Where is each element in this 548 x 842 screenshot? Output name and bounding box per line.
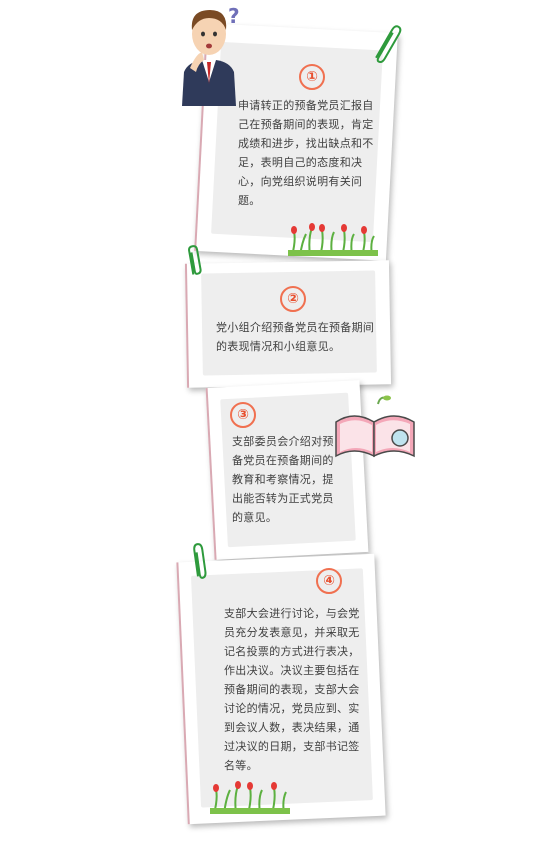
grass-flowers-icon <box>210 781 290 814</box>
step-text-4: 支部大会进行讨论，与会党员充分发表意见，并采取无记名投票的方式进行表决，作出决议… <box>224 607 360 772</box>
step-text-3: 支部委员会介绍对预备党员在预备期间的教育和考察情况，提出能否转为正式党员的意见。 <box>232 435 334 524</box>
open-book-icon <box>335 395 415 458</box>
paper-clip-icon <box>188 245 202 275</box>
step-badge-4: ④ <box>316 568 342 594</box>
step-badge-1: ① <box>299 64 325 90</box>
question-mark: ? <box>228 4 240 28</box>
step-badge-2: ② <box>280 286 306 312</box>
step-text-2: 党小组介绍预备党员在预备期间的表现情况和小组意见。 <box>216 321 375 353</box>
step-text-1: 申请转正的预备党员汇报自己在预备期间的表现，肯定成绩和进步，找出缺点和不足，表明… <box>238 99 374 207</box>
paper-clip-icon <box>375 25 402 64</box>
grass-flowers-icon <box>288 223 378 256</box>
thinking-man-icon <box>182 10 236 106</box>
step-badge-3: ③ <box>230 402 256 428</box>
paper-clip-icon <box>193 543 207 579</box>
